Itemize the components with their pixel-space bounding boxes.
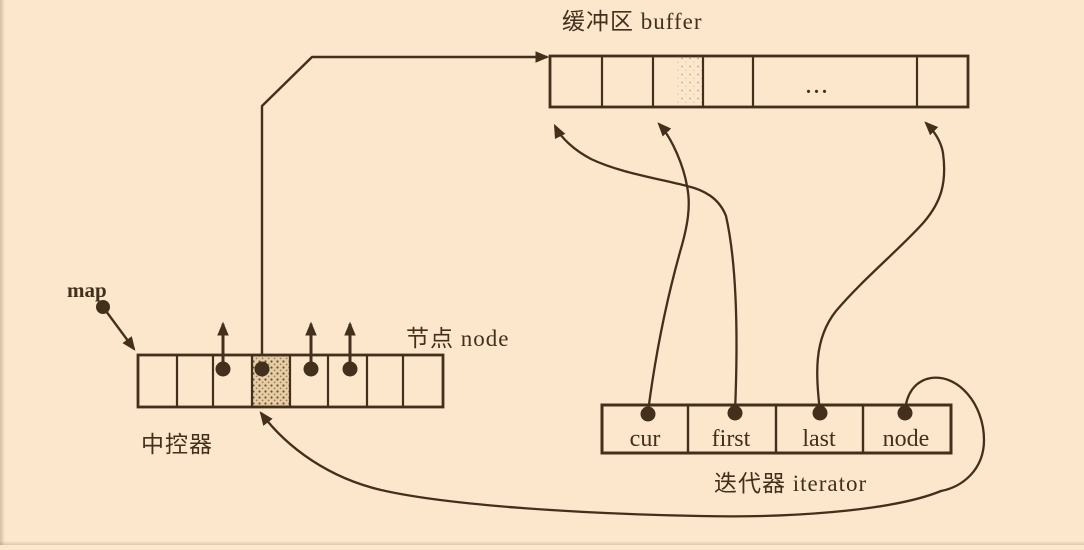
controller-node-pointers [215, 321, 358, 377]
iterator-label: 迭代器 iterator [714, 471, 867, 496]
iterator-field-labels: cur first last node [630, 426, 930, 452]
map-pointer [96, 300, 136, 351]
iterator-field-node: node [883, 426, 930, 452]
buffer-label: 缓冲区 buffer [562, 9, 703, 34]
pointer-dot [303, 361, 319, 377]
node-pointer-loop [259, 376, 986, 518]
last-pointer-curve [816, 121, 946, 413]
controller-label: 中控器 [141, 432, 213, 457]
controller-to-buffer-connector [260, 51, 550, 362]
iterator-field-first: first [712, 426, 751, 452]
iterator-field-cur: cur [630, 426, 661, 452]
controller-array [136, 353, 445, 409]
iterator-field-dots [640, 405, 913, 422]
buffer-box [548, 54, 970, 109]
buffer-ellipsis: ... [806, 76, 830, 98]
pointer-dot [254, 361, 270, 377]
iterator-field-last: last [802, 426, 836, 452]
buffer-shaded-cell [676, 57, 702, 106]
pointer-dot [215, 361, 231, 377]
map-pointer-arrow [102, 306, 136, 351]
iterator-box [600, 403, 953, 455]
pointer-dot [812, 405, 828, 421]
pointer-dot [727, 405, 743, 421]
first-pointer-curve [553, 123, 738, 413]
cur-pointer-curve [646, 122, 690, 413]
buffer-array [548, 54, 970, 109]
pointer-dot [897, 405, 913, 421]
map-label: map [67, 278, 107, 302]
pointer-dot [342, 361, 358, 377]
pointer-dot [640, 406, 656, 422]
node-label: 节点 node [406, 326, 509, 351]
